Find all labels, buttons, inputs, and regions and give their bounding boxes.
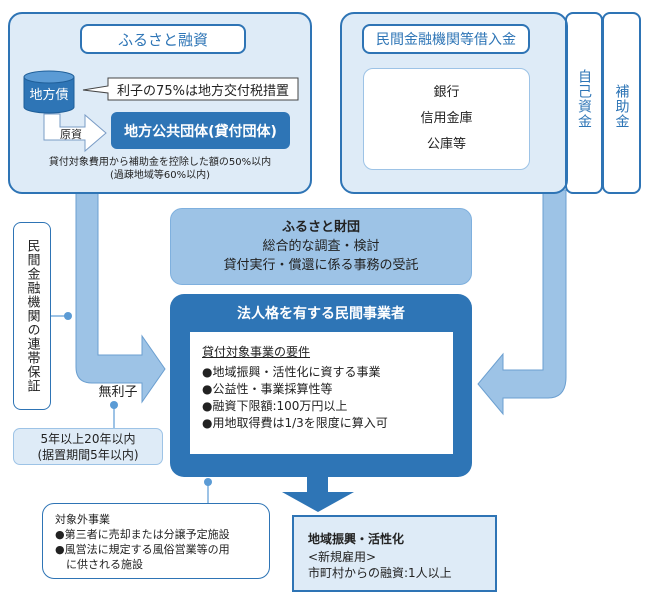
excluded-item: に供される施設 <box>55 558 143 571</box>
lender-bank: 銀行 <box>433 85 460 100</box>
lender-credit-union: 信用金庫 <box>420 111 473 126</box>
interest-free-label: 無利子 <box>98 384 138 400</box>
subsidy-box: 補助金 <box>602 12 641 194</box>
outcome-box: 地域振興・活性化 <新規雇用> 市町村からの融資:1人以上 <box>292 515 497 592</box>
excluded-projects-box: 対象外事業 ●第三者に売却または分譲予定施設 ●風営法に規定する風俗営業等の用 … <box>42 503 270 579</box>
bond-cylinder-icon <box>23 70 75 114</box>
furusato-loan-title: ふるさと融資 <box>80 24 246 54</box>
own-funds-box: 自己資金 <box>565 12 603 194</box>
requirement-item: ●公益性・事業採算性等 <box>202 382 333 396</box>
private-loans-title: 民間金融機関等借入金 <box>362 24 530 54</box>
term-dot <box>110 401 118 409</box>
interest-callout: 利子の75%は地方交付税措置 <box>117 83 289 99</box>
foundation-line1: 総合的な調査・検討 <box>262 239 380 254</box>
requirements-title: 貸付対象事業の要件 <box>202 345 311 359</box>
loan-limit-note: 貸付対象費用から補助金を控除した額の50%以内 (過疎地域等60%以内) <box>20 155 300 183</box>
outcome-arrow <box>282 477 354 512</box>
loan-term-box: 5年以上20年以内 (据置期間5年以内) <box>13 428 163 465</box>
source-label: 原資 <box>60 127 82 141</box>
loan-limit-line2: (過疎地域等60%以内) <box>109 170 211 181</box>
interest-free-arrow <box>75 189 166 404</box>
loan-limit-line1: 貸付対象費用から補助金を控除した額の50%以内 <box>48 157 272 168</box>
joint-guarantee-box: 民間金融機関の連帯保証 <box>13 222 51 410</box>
foundation-line2: 貸付実行・償還に係る事務の受託 <box>223 258 419 273</box>
private-loan-arrow <box>477 189 567 416</box>
loan-term-line1: 5年以上20年以内 <box>40 431 136 446</box>
requirement-item: ●融資下限額:100万円以上 <box>202 399 348 413</box>
requirement-item: ●地域振興・活性化に資する事業 <box>202 365 381 379</box>
excluded-dot <box>204 478 212 486</box>
requirements-box: 貸付対象事業の要件 ●地域振興・活性化に資する事業 ●公益性・事業採算性等 ●融… <box>190 332 453 454</box>
excluded-item: ●第三者に売却または分譲予定施設 <box>55 528 230 541</box>
outcome-title: 地域振興・活性化 <box>308 532 405 546</box>
private-loans-list: 銀行 信用金庫 公庫等 <box>363 68 530 170</box>
guarantee-dot <box>64 312 72 320</box>
outcome-line2: 市町村からの融資:1人以上 <box>308 566 452 580</box>
requirement-item: ●用地取得費は1/3を限度に算入可 <box>202 416 388 430</box>
loan-term-line2: (据置期間5年以内) <box>37 447 139 462</box>
excluded-title: 対象外事業 <box>55 513 110 526</box>
outcome-line1: <新規雇用> <box>308 550 377 564</box>
lender-box: 地方公共団体(貸付団体) <box>111 112 290 149</box>
bond-label: 地方債 <box>29 87 69 103</box>
business-title: 法人格を有する民間事業者 <box>237 306 405 322</box>
foundation-title: ふるさと財団 <box>281 220 360 235</box>
lender-public-corp: 公庫等 <box>426 137 466 152</box>
excluded-item: ●風営法に規定する風俗営業等の用 <box>55 543 230 556</box>
furusato-foundation-box: ふるさと財団 総合的な調査・検討 貸付実行・償還に係る事務の受託 <box>170 208 472 285</box>
